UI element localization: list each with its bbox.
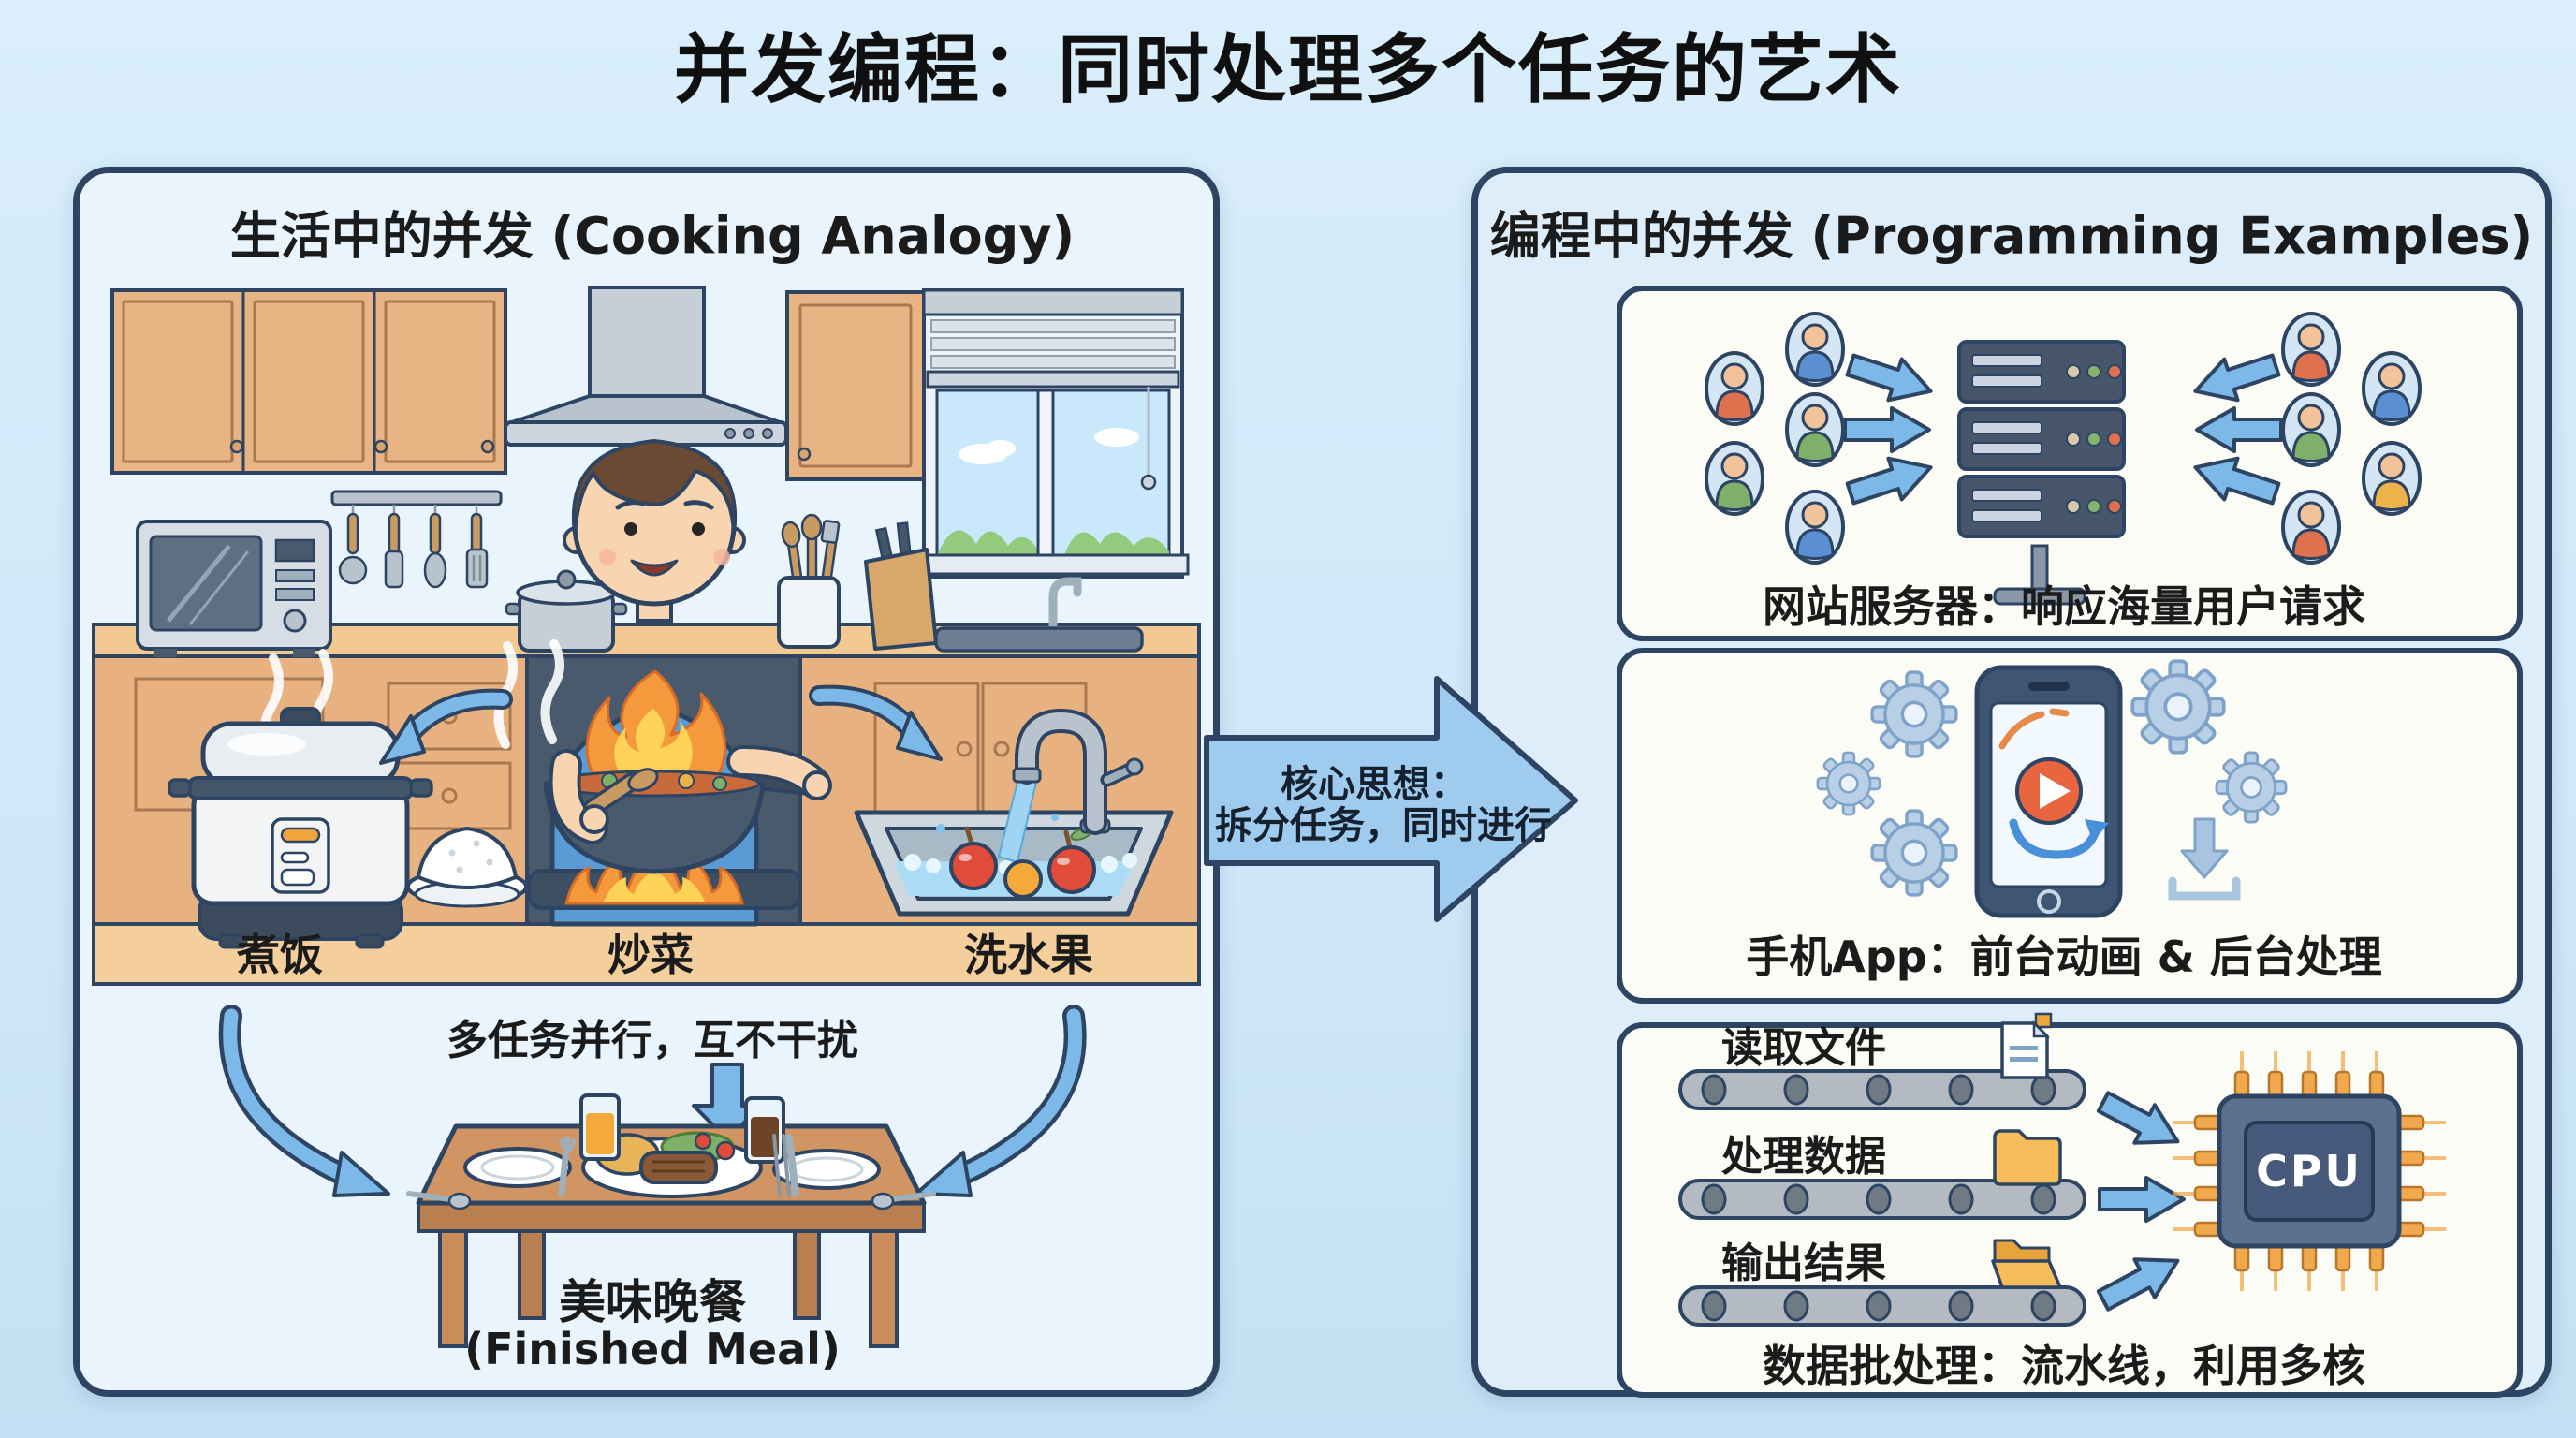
person-arms: [549, 745, 832, 844]
meal-label-zh: 美味晚餐: [559, 1275, 746, 1329]
core-idea-line1: 核心思想：: [1281, 763, 1468, 806]
stove-icon: [527, 869, 802, 910]
pot-icon: [505, 569, 628, 653]
knife-block-icon: [864, 521, 938, 651]
cooking-panel-header: 生活中的并发 (Cooking Analogy): [229, 206, 1076, 266]
back-sink-icon: [934, 577, 1144, 653]
programming-examples-panel: 编程中的并发 (Programming Examples) 网站服务器：响应海量…: [1471, 167, 2552, 1398]
parallel-note: 多任务并行，互不干扰: [446, 1017, 858, 1064]
utensil-crock-icon: [777, 513, 841, 649]
upper-cabinets-icon: [110, 288, 507, 475]
arrow-to-sink-icon: [809, 684, 943, 761]
wok-flame-icon: [585, 669, 726, 797]
batch-caption: 数据批处理：流水线，利用多核: [1763, 1341, 2365, 1391]
burner-flames-icon: [564, 853, 744, 905]
utensil-rack-icon: [330, 490, 503, 589]
mobile-app-caption: 手机App：前台动画 & 后台处理: [1746, 932, 2382, 982]
task-label-rice: 煮饭: [237, 930, 323, 980]
pipeline-step-read: 读取文件: [1721, 1024, 1886, 1072]
page-title: 并发编程：同时处理多个任务的艺术: [674, 26, 1902, 113]
window-icon: [916, 288, 1190, 579]
task-label-fruit: 洗水果: [964, 930, 1093, 980]
core-idea-arrow: [1204, 676, 1578, 922]
meal-label-en: (Finished Meal): [464, 1324, 841, 1374]
cooking-analogy-panel: 生活中的并发 (Cooking Analogy) 煮饭 炒菜 洗水果 多任务并行…: [73, 167, 1220, 1397]
wok-icon: [543, 770, 828, 874]
person-cooking: [549, 439, 759, 927]
microwave-icon: [136, 520, 332, 657]
arrow-to-rice-cooker-icon: [379, 688, 513, 765]
kitchen-scene-illustration: [92, 286, 1201, 1348]
rice-bowl-icon: [406, 826, 528, 908]
pipeline-step-output: 输出结果: [1721, 1240, 1886, 1287]
pipeline-step-process: 处理数据: [1721, 1133, 1886, 1181]
core-idea-line2: 拆分任务，同时进行: [1215, 804, 1552, 847]
range-hood-icon: [504, 286, 788, 447]
task-label-stirfry: 炒菜: [607, 930, 694, 980]
programming-panel-header: 编程中的并发 (Programming Examples): [1489, 206, 2534, 266]
web-server-caption: 网站服务器：响应海量用户请求: [1763, 581, 2365, 632]
cpu-label: CPU: [2256, 1146, 2363, 1196]
upper-cabinet-right-icon: [785, 290, 926, 481]
sink-washing-fruit-icon: [854, 708, 1174, 917]
rice-cooker-icon: [168, 639, 564, 949]
